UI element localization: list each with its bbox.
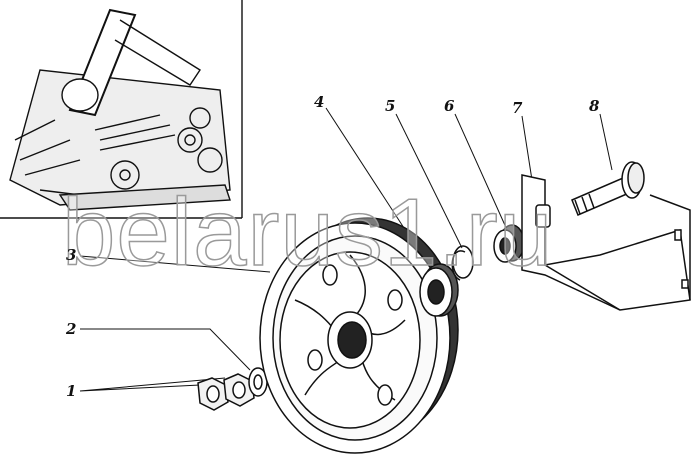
seal-part-6 bbox=[493, 224, 525, 263]
watermark: belarus1.ru bbox=[61, 178, 554, 287]
leader-lines bbox=[79, 107, 613, 392]
callout-6: 6 bbox=[444, 97, 455, 115]
callout-4: 4 bbox=[314, 93, 325, 111]
callout-2: 2 bbox=[66, 320, 77, 338]
bearing-part-4 bbox=[419, 263, 459, 317]
nut-part-1 bbox=[197, 373, 255, 411]
pulley-part-3 bbox=[259, 217, 459, 454]
callout-8: 8 bbox=[589, 97, 600, 115]
snap-ring-part-5 bbox=[451, 245, 474, 281]
inset-machine-view bbox=[0, 0, 243, 219]
callout-7: 7 bbox=[512, 99, 523, 117]
bolt-part-8 bbox=[571, 161, 645, 216]
callout-1: 1 bbox=[66, 382, 77, 400]
callout-5: 5 bbox=[385, 97, 396, 115]
bracket-part-7 bbox=[521, 174, 691, 311]
callout-3: 3 bbox=[66, 246, 77, 264]
